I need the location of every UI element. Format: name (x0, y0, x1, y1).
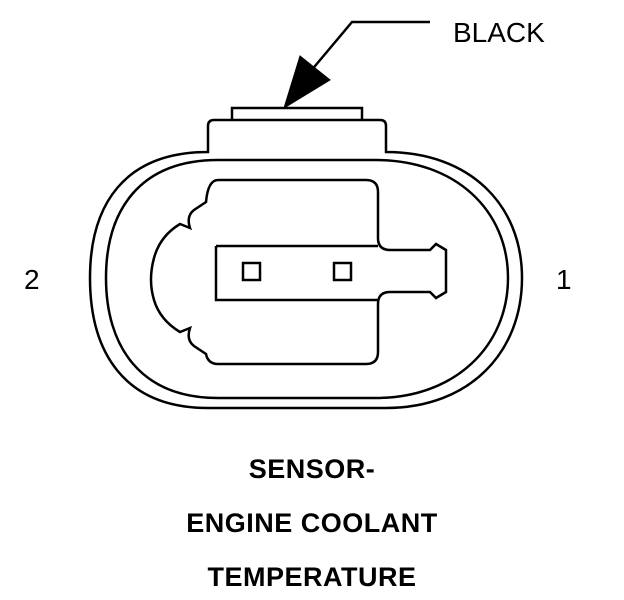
pin-1-label: 1 (556, 264, 572, 295)
terminal-cavity (149, 178, 448, 366)
caption-line-2: ENGINE COOLANT (186, 508, 438, 538)
pin-2-label: 2 (24, 264, 40, 295)
caption-line-1: SENSOR- (248, 454, 376, 484)
callout-leader-line (309, 20, 430, 73)
callout-arrowhead (283, 55, 331, 110)
pin-terminal-2 (241, 261, 262, 282)
connector-shell-outer (88, 118, 524, 410)
connector-shell-inner (104, 158, 510, 400)
pin-terminal-1 (332, 261, 353, 282)
latch-tab (230, 106, 364, 120)
callout-label: BLACK (453, 17, 545, 48)
caption-line-3: TEMPERATURE (207, 562, 417, 592)
pin-carrier (214, 246, 378, 302)
